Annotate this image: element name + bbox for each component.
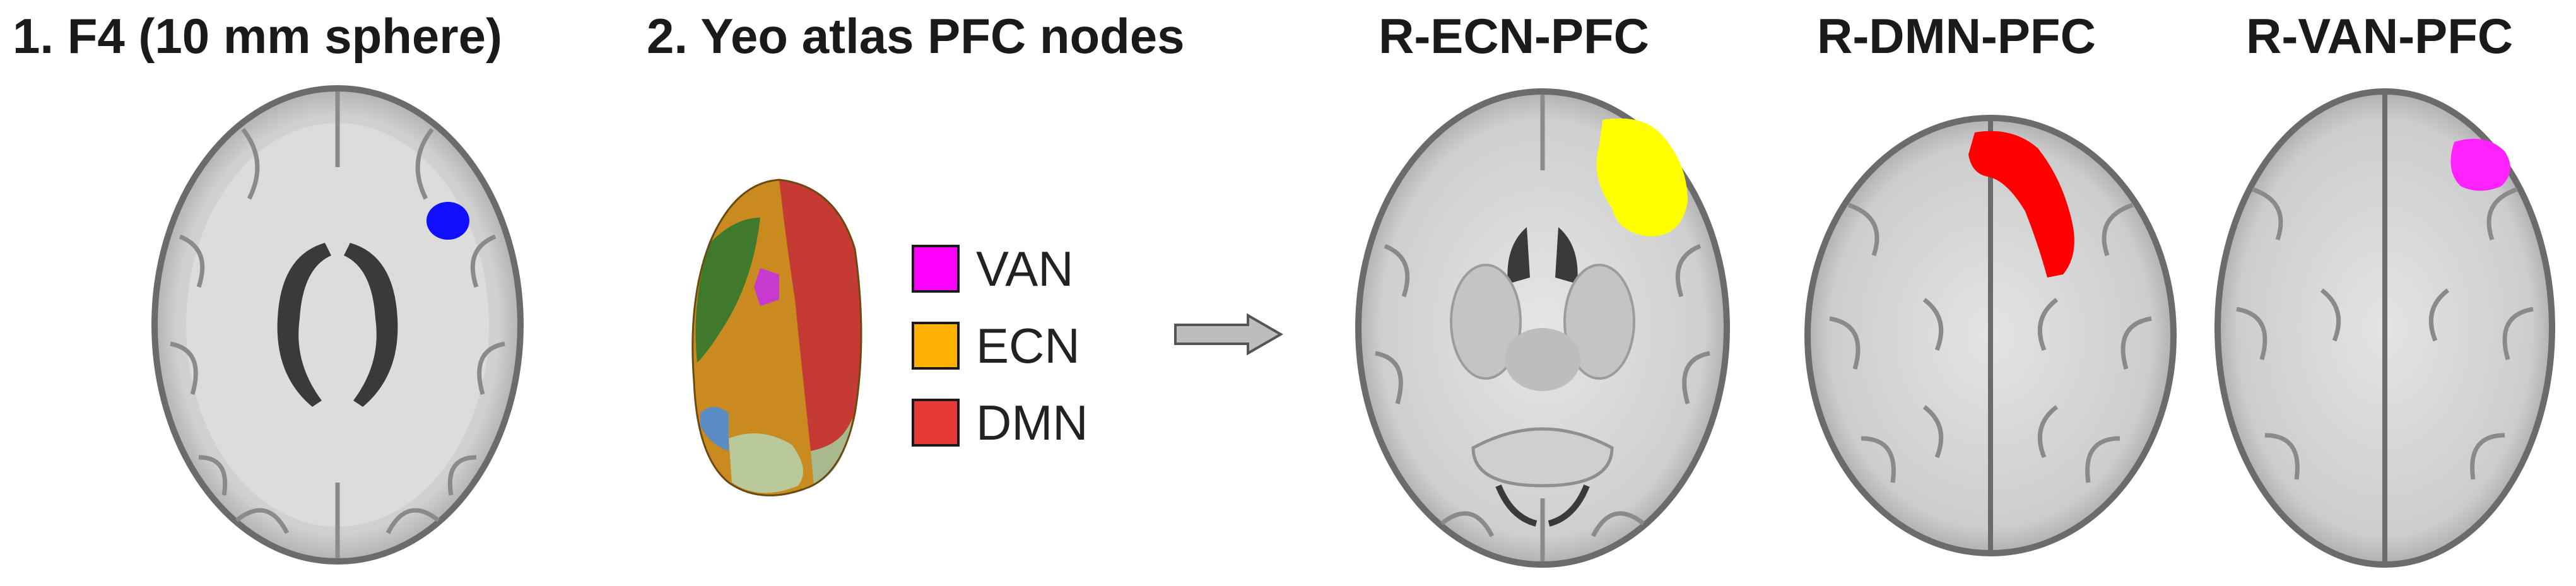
title-r-van-pfc: R-VAN-PFC xyxy=(2246,8,2514,64)
transform-arrow-icon xyxy=(1172,312,1286,356)
ecn-roi xyxy=(1596,118,1688,237)
van-brain-slice xyxy=(2208,82,2561,574)
f4-sphere-roi xyxy=(426,202,469,240)
yeo-pfc-surface xyxy=(685,173,867,508)
legend-item-van: VAN xyxy=(912,230,1088,307)
f4-brain-slice xyxy=(142,79,533,571)
legend-swatch-dmn xyxy=(912,399,960,447)
atlas-legend: VAN ECN DMN xyxy=(912,230,1088,461)
ecn-brain-slice xyxy=(1347,82,1738,574)
legend-label-ecn: ECN xyxy=(976,318,1080,373)
legend-swatch-van xyxy=(912,245,960,293)
legend-label-van: VAN xyxy=(976,241,1074,296)
dmn-roi xyxy=(1968,131,2074,278)
title-r-ecn-pfc: R-ECN-PFC xyxy=(1379,8,1649,64)
legend-item-ecn: ECN xyxy=(912,307,1088,384)
title-r-dmn-pfc: R-DMN-PFC xyxy=(1817,8,2096,64)
legend-label-dmn: DMN xyxy=(976,395,1088,450)
title-f4-sphere: 1. F4 (10 mm sphere) xyxy=(13,8,502,64)
legend-swatch-ecn xyxy=(912,322,960,370)
legend-item-dmn: DMN xyxy=(912,384,1088,461)
dmn-brain-slice xyxy=(1798,110,2183,561)
van-roi xyxy=(2450,139,2510,191)
title-yeo-atlas: 2. Yeo atlas PFC nodes xyxy=(647,8,1185,64)
